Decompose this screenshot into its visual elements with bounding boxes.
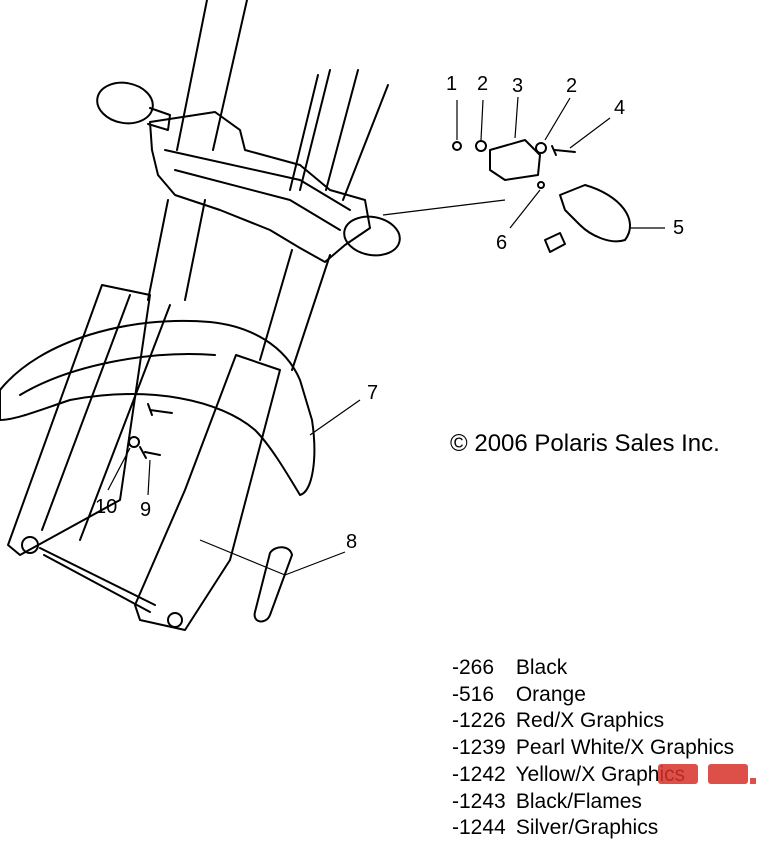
callout-5: 5 (673, 217, 685, 239)
callout-7: 7 (367, 382, 379, 404)
callout-2b: 2 (566, 75, 578, 97)
right-fork-lower (134, 354, 281, 631)
bolt-9 (139, 446, 161, 459)
signal-lens-5 (559, 184, 631, 243)
color-option: -1226 Red/X Graphics (452, 709, 665, 733)
washer-2a (475, 140, 487, 152)
front-axle (39, 547, 156, 606)
bulb-6 (544, 232, 566, 253)
callout-4: 4 (614, 97, 626, 119)
color-option: -1244 Silver/Graphics (452, 816, 659, 840)
right-turn-signal (343, 215, 401, 257)
color-option: -516 Orange (452, 682, 586, 706)
triple-clamp (149, 111, 371, 263)
copyright-notice: © 2006 Polaris Sales Inc. (450, 430, 720, 457)
callout-1: 1 (446, 73, 458, 95)
callout-8: 8 (346, 531, 358, 553)
fork-reflector (253, 546, 293, 623)
color-option: -266 Black (452, 656, 568, 679)
signal-mount-3 (489, 139, 541, 181)
color-option: -1242 Yellow/X Graphics (452, 762, 686, 786)
washer-2b (535, 142, 547, 154)
screw-4 (551, 145, 576, 156)
left-fork-lower (7, 284, 151, 556)
callout-10: 10 (95, 496, 118, 518)
nut-1 (452, 141, 462, 151)
color-option: -1243 Black/Flames (452, 789, 642, 813)
color-option: -1239 Pearl White/X Graphics (452, 736, 735, 760)
callout-6: 6 (496, 232, 508, 254)
washer-10 (128, 436, 140, 448)
callout-3: 3 (512, 75, 524, 97)
color-options-list: -266 Black -516 Orange -1226 Red/X Graph… (452, 655, 734, 842)
callout-2a: 2 (477, 73, 489, 95)
callout-9: 9 (140, 499, 152, 521)
watermark-logo (658, 764, 756, 784)
front-fender (0, 319, 316, 496)
left-fork-tube (41, 0, 248, 541)
left-turn-signal (96, 81, 154, 125)
